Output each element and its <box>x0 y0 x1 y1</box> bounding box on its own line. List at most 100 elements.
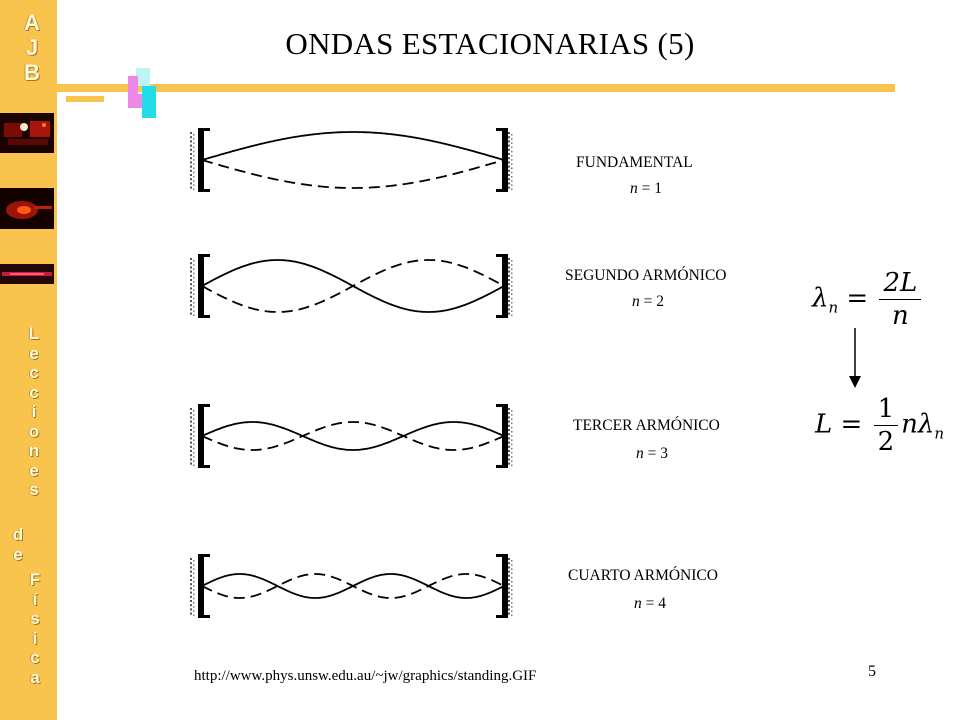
wall-hatch <box>190 462 192 465</box>
support-cap <box>204 465 210 468</box>
wall-hatch <box>508 433 510 436</box>
wall-hatch <box>193 314 195 317</box>
wall-hatch <box>508 574 510 577</box>
standing-wave-third-harmonic <box>190 404 513 468</box>
wall-hatch <box>511 138 513 140</box>
sidebar-letter: c <box>29 363 39 382</box>
wall-hatch <box>511 431 513 433</box>
n-symbol: n <box>634 595 642 612</box>
wall-hatch <box>193 568 195 570</box>
wall-hatch <box>190 579 192 581</box>
thumbnail-photo-1 <box>0 113 54 153</box>
wall-hatch <box>508 462 510 465</box>
standing-wave-second-harmonic <box>190 254 513 318</box>
wall-hatch <box>190 408 192 410</box>
wall-hatch <box>511 306 513 308</box>
wave-dashed <box>201 259 505 313</box>
wall-hatch <box>508 304 510 307</box>
wall-hatch <box>511 176 513 178</box>
support-cap <box>204 189 210 192</box>
wall-hatch <box>511 568 513 570</box>
wall-hatch <box>511 184 513 186</box>
wall-hatch <box>508 174 510 176</box>
wall-hatch <box>511 576 513 579</box>
wall-hatch <box>511 560 513 562</box>
support-cap <box>204 404 210 407</box>
header-rule <box>57 84 895 92</box>
wall-hatch <box>508 562 510 565</box>
wall-hatch <box>511 171 513 174</box>
wave-solid <box>201 131 505 161</box>
sidebar-letter: c <box>30 648 40 667</box>
wall-hatch <box>190 148 192 151</box>
formula-wavelength: λn = 2L n <box>812 268 924 331</box>
wall-hatch <box>190 583 192 586</box>
string-support <box>502 128 508 192</box>
sidebar-letter: s <box>29 480 39 499</box>
wall-hatch <box>508 262 510 265</box>
subscript-n: n <box>828 298 839 317</box>
wall-hatch <box>193 285 195 287</box>
wall-hatch <box>190 433 192 436</box>
fraction-numerator: 2L <box>879 268 922 300</box>
wall-hatch <box>508 424 510 427</box>
wall-hatch <box>193 289 195 291</box>
wall-hatch <box>193 572 195 575</box>
wall-hatch <box>193 281 195 283</box>
wall-hatch <box>508 450 510 452</box>
sidebar-letter: i <box>32 628 38 648</box>
wall-hatch <box>190 144 192 147</box>
mode-label-fundamental: FUNDAMENTAL <box>576 154 693 171</box>
mode-label-second: SEGUNDO ARMÓNICO <box>565 267 727 284</box>
wall-hatch <box>193 597 195 600</box>
wall-hatch <box>193 268 195 270</box>
wall-hatch <box>190 308 192 311</box>
wall-hatch <box>508 144 510 147</box>
wall-hatch <box>511 589 513 591</box>
wall-hatch <box>190 186 192 189</box>
wave-dashed <box>201 573 505 599</box>
string-support <box>198 554 204 618</box>
page-number: 5 <box>868 663 876 680</box>
wall-hatch <box>511 447 513 450</box>
support-cap <box>496 315 502 318</box>
wall-hatch <box>511 159 513 161</box>
wall-hatch <box>511 281 513 283</box>
support-cap <box>204 254 210 257</box>
support-cap <box>496 189 502 192</box>
wall-hatch <box>508 416 510 419</box>
wall-hatch <box>193 302 195 304</box>
wall-hatch <box>508 583 510 586</box>
fraction-denominator: 2 <box>877 427 895 457</box>
mode-n-fundamental: n = 1 <box>630 180 662 198</box>
support-cap <box>496 554 502 557</box>
wall-hatch <box>511 572 513 575</box>
wall-hatch <box>190 295 192 298</box>
wall-hatch <box>190 412 192 415</box>
wall-hatch <box>193 602 195 604</box>
sidebar-letter: s <box>30 609 40 628</box>
n-symbol: n <box>636 445 644 462</box>
wall-hatch <box>190 454 192 457</box>
wall-hatch <box>193 134 195 136</box>
n-value: = 3 <box>643 445 668 462</box>
wall-hatch <box>508 165 510 168</box>
mode-label-third: TERCER ARMÓNICO <box>573 417 720 434</box>
wall-hatch <box>508 157 510 160</box>
wall-hatch <box>193 293 195 296</box>
wall-hatch <box>193 146 195 149</box>
wall-hatch <box>193 606 195 608</box>
wall-hatch <box>508 258 510 260</box>
wall-hatch <box>193 593 195 596</box>
wall-hatch <box>511 150 513 153</box>
wall-hatch <box>508 445 510 448</box>
wall-hatch <box>508 570 510 573</box>
wall-hatch <box>511 297 513 300</box>
wall-hatch <box>190 182 192 185</box>
wall-hatch <box>508 140 510 143</box>
wall-hatch <box>193 581 195 583</box>
sidebar-initial-letter: J <box>25 35 39 60</box>
